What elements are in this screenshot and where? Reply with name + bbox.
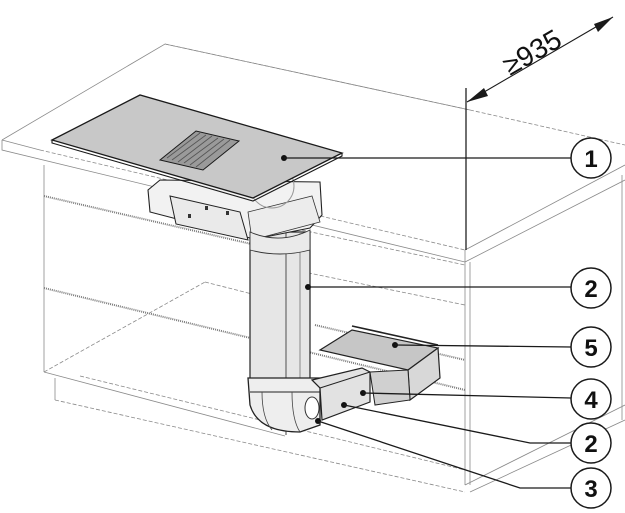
cooktop xyxy=(50,94,344,202)
dimension-annotation: ≥935 xyxy=(465,16,614,250)
leader-lines xyxy=(281,155,572,489)
svg-text:2: 2 xyxy=(584,276,597,303)
svg-text:2: 2 xyxy=(584,431,597,458)
extractor-unit xyxy=(147,163,323,255)
svg-text:1: 1 xyxy=(584,146,597,173)
callout-2a: 2 xyxy=(570,267,612,309)
plinth-fan-box xyxy=(318,325,441,406)
callout-3: 3 xyxy=(570,467,612,509)
callout-1: 1 xyxy=(570,137,612,179)
svg-text:3: 3 xyxy=(584,476,597,503)
callout-2b: 2 xyxy=(570,422,612,464)
vertical-duct xyxy=(247,231,321,435)
dimension-label: ≥935 xyxy=(498,23,567,81)
svg-text:4: 4 xyxy=(584,387,598,414)
callout-5: 5 xyxy=(570,326,612,368)
svg-text:5: 5 xyxy=(584,335,597,362)
vent-slot xyxy=(158,130,241,171)
callout-4: 4 xyxy=(570,378,612,420)
